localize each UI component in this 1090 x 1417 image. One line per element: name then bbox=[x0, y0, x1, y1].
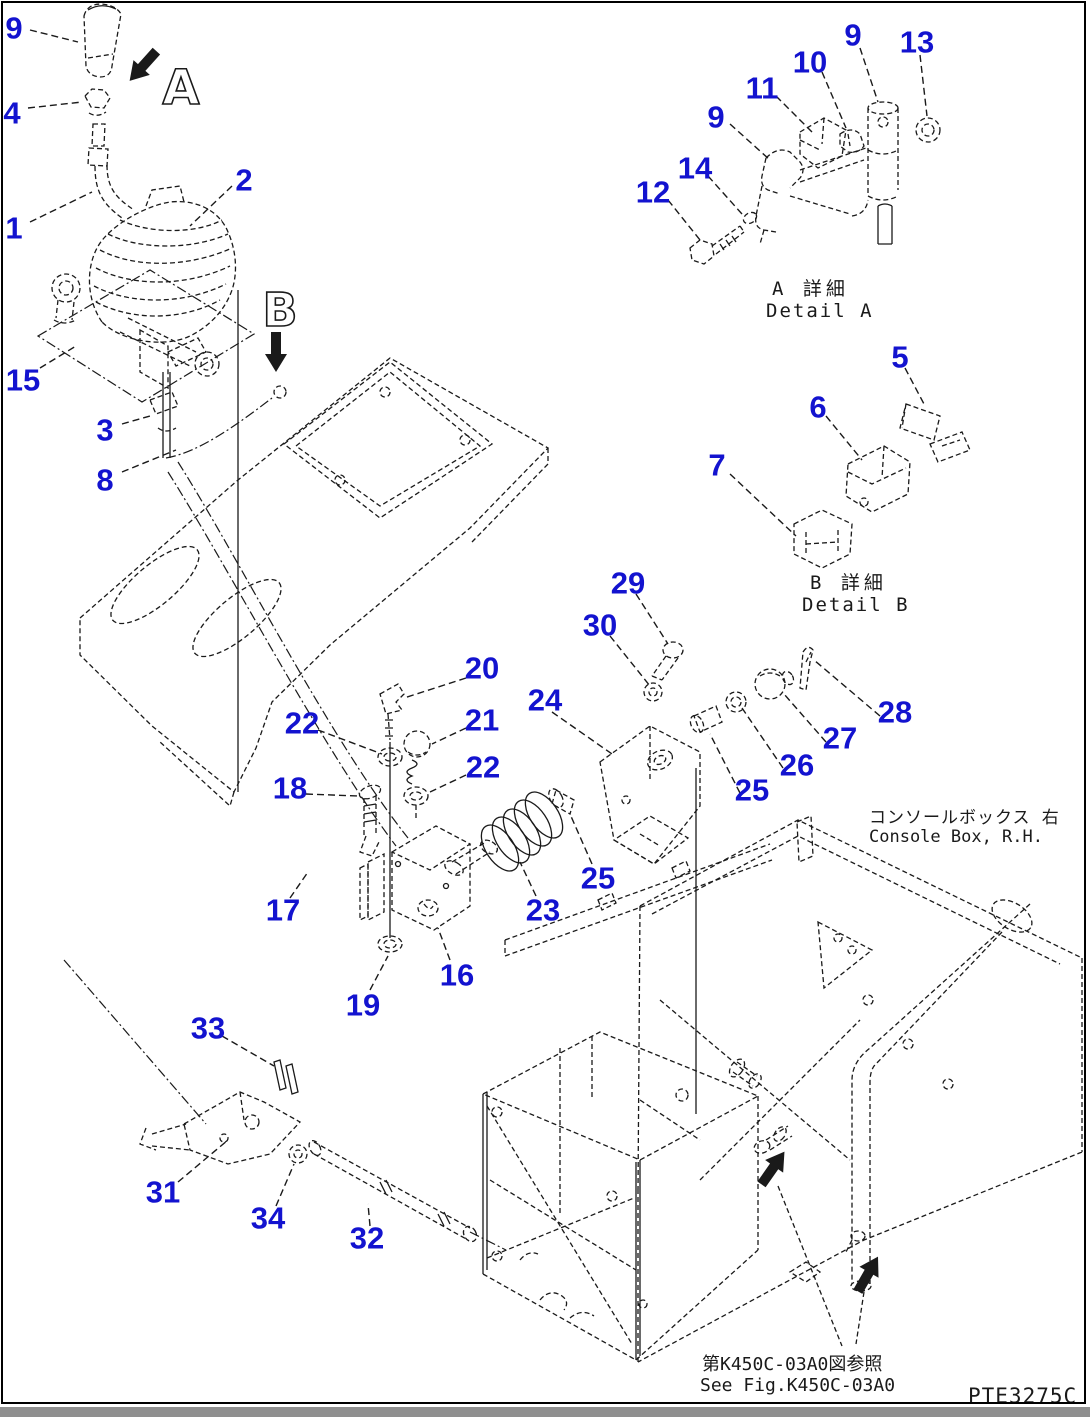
section-mark-a: A bbox=[129, 47, 200, 117]
linkage-assembly bbox=[63, 959, 507, 1251]
leader-line-24-20 bbox=[551, 711, 613, 755]
leader-line-20-19 bbox=[403, 677, 467, 699]
callout-leader-lines bbox=[27, 29, 928, 1227]
valve-assembly bbox=[167, 461, 814, 1114]
callout-2-3: 2 bbox=[235, 162, 253, 198]
callout-11-10: 11 bbox=[745, 70, 779, 106]
detail-a-title-jp: A 詳細 bbox=[772, 278, 849, 300]
see-fig-note-jp: 第K450C-03A0図参照 bbox=[702, 1354, 883, 1375]
leader-line-25-30 bbox=[569, 813, 593, 865]
section-letter-a: A bbox=[162, 60, 199, 116]
leader-line-27-26 bbox=[783, 693, 827, 743]
callout-7-16: 7 bbox=[708, 447, 726, 483]
detail-a-parts bbox=[689, 101, 941, 265]
leader-line-18-24 bbox=[305, 793, 359, 797]
callout-6-15: 6 bbox=[809, 389, 827, 425]
callout-8-6: 8 bbox=[96, 462, 114, 498]
leader-line-23-31 bbox=[519, 861, 537, 897]
leader-line-13-13 bbox=[919, 54, 928, 117]
callout-18-24: 18 bbox=[272, 770, 308, 806]
leader-line-9-9 bbox=[729, 123, 771, 161]
leader-line-1-2 bbox=[29, 191, 93, 223]
leader-line-30-18 bbox=[609, 635, 651, 687]
callout-33-34: 33 bbox=[190, 1010, 226, 1046]
leader-line-17-29 bbox=[289, 871, 309, 899]
leader-line-3-5 bbox=[121, 415, 151, 425]
callout-15-4: 15 bbox=[5, 362, 41, 398]
see-fig-note-en: See Fig.K450C-03A0 bbox=[700, 1375, 896, 1396]
callout-13-13: 13 bbox=[899, 24, 935, 60]
callout-10-11: 10 bbox=[792, 44, 828, 80]
leader-line-6-15 bbox=[825, 415, 863, 461]
leader-line-2-3 bbox=[189, 185, 233, 227]
leader-line-32-37 bbox=[367, 1203, 371, 1227]
callout-22-23: 22 bbox=[465, 749, 501, 785]
leader-line-14-8 bbox=[707, 175, 743, 215]
leader-line-7-16 bbox=[729, 473, 797, 537]
leader-line-19-33 bbox=[369, 955, 389, 991]
detail-b-title-en: Detail B bbox=[802, 594, 910, 616]
callout-29-17: 29 bbox=[610, 565, 646, 601]
console-note-en: Console Box, R.H. bbox=[869, 827, 1043, 847]
leader-line-29-17 bbox=[635, 593, 669, 645]
leader-line-22-22 bbox=[317, 729, 383, 755]
leader-line-33-34 bbox=[221, 1035, 275, 1067]
section-mark-b: B bbox=[237, 282, 298, 792]
detail-a-title-en: Detail A bbox=[766, 300, 874, 322]
leader-line-25-28 bbox=[709, 733, 741, 794]
detail-b-title-jp: B 詳細 bbox=[810, 572, 887, 594]
callout-21-21: 21 bbox=[464, 702, 500, 738]
callout-17-29: 17 bbox=[265, 892, 301, 928]
callout-31-35: 31 bbox=[145, 1174, 181, 1210]
callout-25-30: 25 bbox=[580, 860, 616, 896]
leader-line-16-32 bbox=[437, 927, 451, 961]
leader-line-11-10 bbox=[775, 95, 813, 133]
callout-9-9: 9 bbox=[707, 99, 725, 135]
callout-23-31: 23 bbox=[525, 892, 561, 928]
leader-line-5-14 bbox=[904, 367, 925, 405]
scan-edge-strip bbox=[0, 1407, 1090, 1417]
leader-line-12-7 bbox=[667, 199, 701, 241]
console-frame bbox=[481, 815, 1083, 1363]
leader-line-9-0 bbox=[29, 29, 79, 43]
callout-30-18: 30 bbox=[582, 607, 618, 643]
leader-line-8-6 bbox=[121, 449, 177, 473]
callout-9-12: 9 bbox=[844, 17, 862, 53]
callout-14-8: 14 bbox=[677, 150, 713, 186]
callout-16-32: 16 bbox=[439, 957, 475, 993]
callout-4-1: 4 bbox=[3, 95, 21, 131]
console-cover-panel bbox=[79, 357, 550, 808]
leader-line-21-21 bbox=[431, 727, 467, 745]
section-letter-b: B bbox=[262, 283, 297, 337]
callout-32-37: 32 bbox=[349, 1220, 385, 1256]
callout-3-5: 3 bbox=[96, 412, 114, 448]
callout-25-28: 25 bbox=[734, 772, 770, 808]
callout-1-2: 1 bbox=[5, 210, 23, 246]
callout-12-7: 12 bbox=[635, 174, 671, 210]
callout-9-0: 9 bbox=[5, 10, 23, 46]
joystick-assembly bbox=[36, 3, 287, 459]
leader-line-9-12 bbox=[859, 47, 879, 103]
callout-27-26: 27 bbox=[822, 720, 858, 756]
leader-line-15-4 bbox=[39, 345, 77, 369]
detail-b-parts bbox=[793, 403, 971, 569]
leader-line-10-11 bbox=[821, 71, 847, 129]
callout-5-14: 5 bbox=[891, 339, 909, 375]
callout-19-33: 19 bbox=[345, 987, 381, 1023]
leader-line-4-1 bbox=[27, 101, 83, 109]
leader-line-26-27 bbox=[741, 707, 784, 769]
callout-28-25: 28 bbox=[877, 694, 913, 730]
leader-line-22-23 bbox=[429, 774, 467, 793]
figure-code: PTE3275C bbox=[968, 1384, 1078, 1408]
callout-26-27: 26 bbox=[779, 747, 815, 783]
callout-34-36: 34 bbox=[250, 1200, 286, 1236]
callout-22-22: 22 bbox=[284, 705, 320, 741]
console-note-jp: コンソールボックス 右 bbox=[869, 808, 1060, 828]
leader-line-28-25 bbox=[813, 659, 881, 717]
callout-20-19: 20 bbox=[464, 650, 500, 686]
leader-line-34-36 bbox=[275, 1163, 295, 1207]
callout-24-20: 24 bbox=[527, 682, 563, 718]
